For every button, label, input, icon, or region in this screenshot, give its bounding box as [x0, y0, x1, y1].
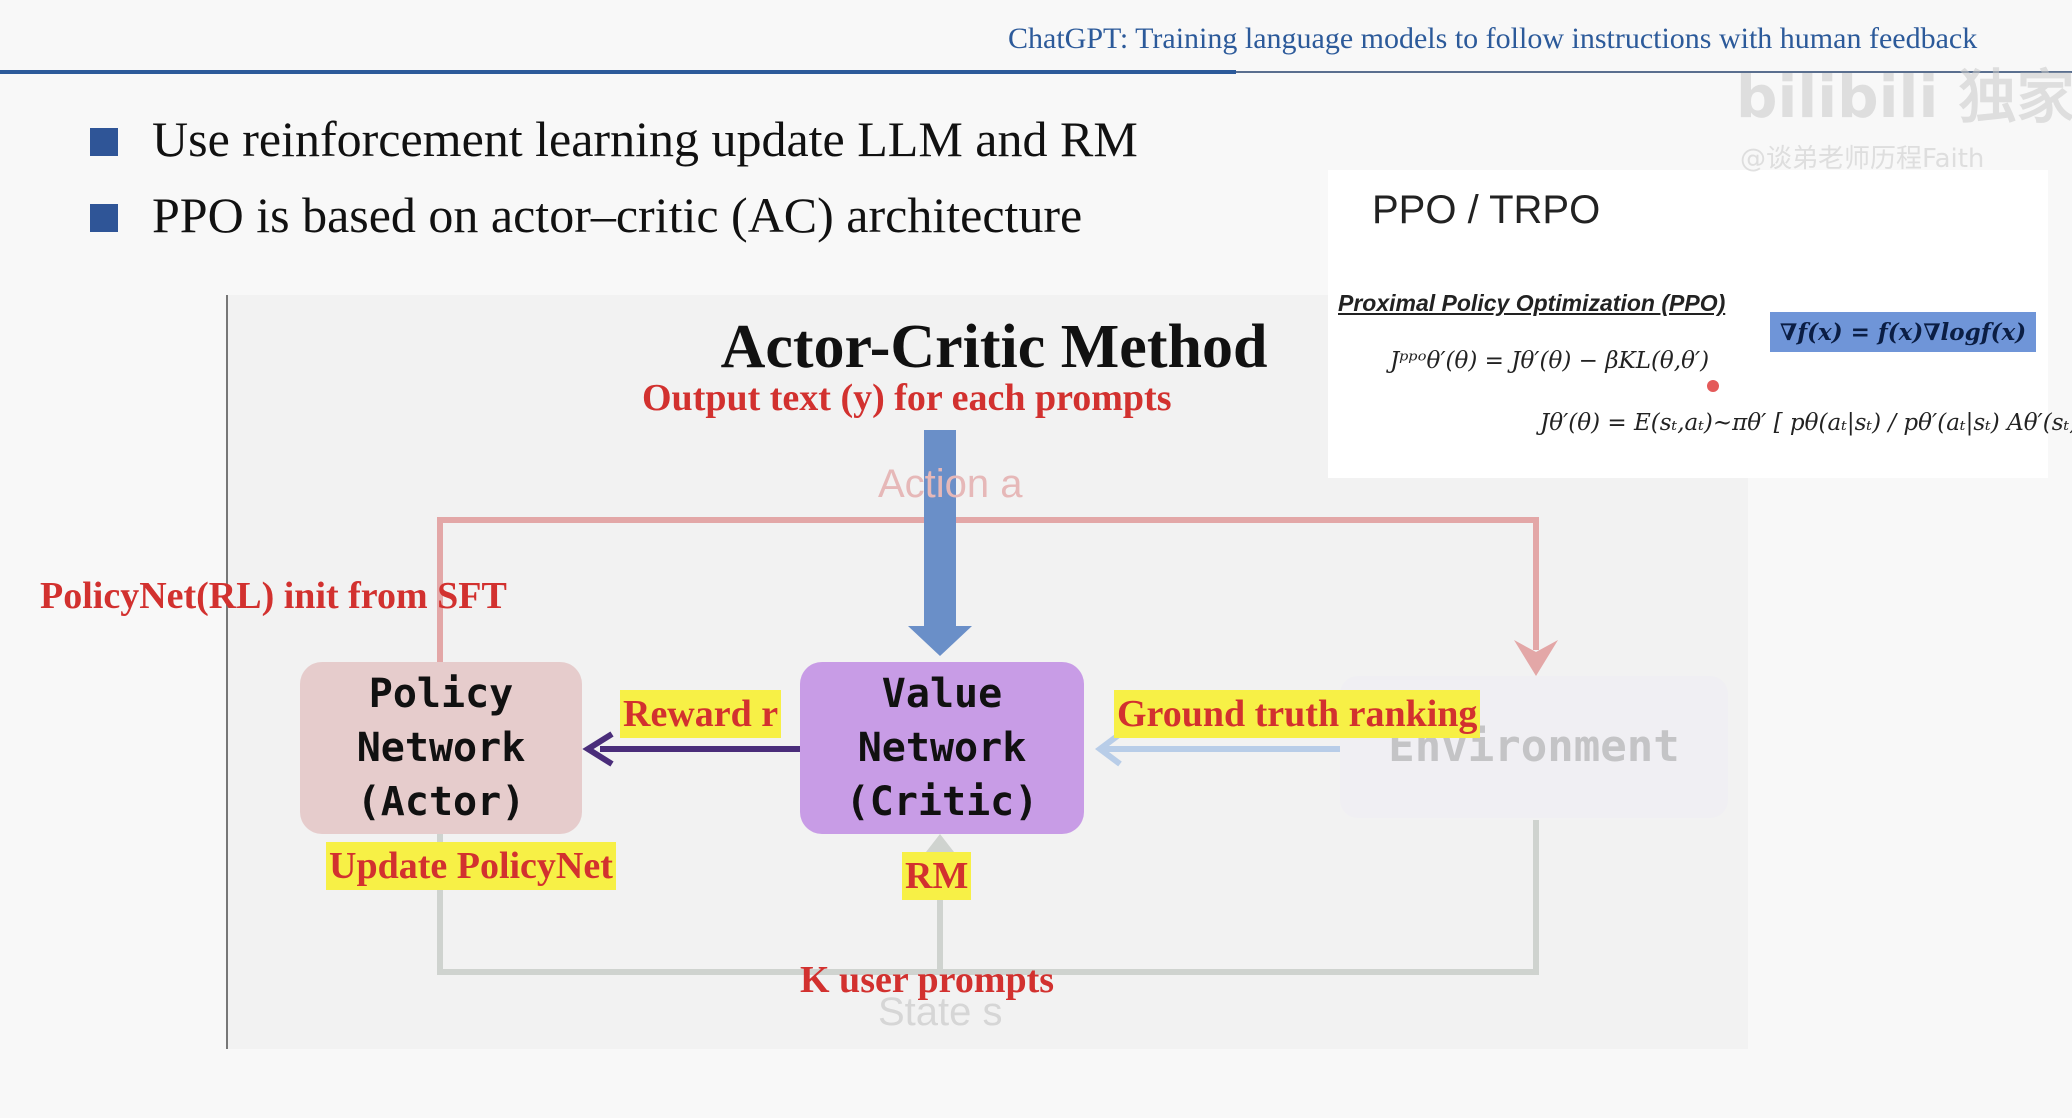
action-loop-line: [437, 517, 1539, 662]
bullet-marker-1: [90, 128, 118, 156]
header-divider-thin: [1236, 71, 2072, 73]
init-label: PolicyNet(RL) init from SFT: [40, 575, 507, 617]
ground-truth-arrowhead: [1095, 731, 1122, 767]
header-divider: [0, 70, 1236, 74]
policy-node-line-3: (Actor): [356, 779, 526, 825]
policy-node-line-2: Network: [356, 725, 526, 771]
watermark-logo: bilibili 独家: [1736, 63, 2072, 131]
header-title: ChatGPT: Training language models to fol…: [1008, 22, 1978, 55]
state-label: State s: [878, 990, 1003, 1034]
output-arrow-shaft: [924, 430, 956, 630]
output-label: Output text (y) for each prompts: [642, 377, 1172, 419]
environment-node: Environment: [1340, 676, 1728, 818]
ground-truth-label: Ground truth ranking: [1114, 690, 1481, 738]
state-arrowhead: [926, 834, 954, 852]
ppo-title: PPO / TRPO: [1372, 188, 1601, 232]
policy-network-node: Policy Network (Actor): [300, 662, 582, 834]
prompts-label: K user prompts: [800, 959, 1055, 1001]
bullet-marker-2: [90, 204, 118, 232]
output-arrow-head: [908, 626, 972, 656]
state-loop-line: [437, 820, 1539, 975]
action-arrowhead: [1514, 640, 1558, 676]
bullet-text-1: Use reinforcement learning update LLM an…: [152, 111, 1138, 167]
rm-label: RM: [902, 852, 972, 900]
ppo-expectation-equation: Jθ′(θ) = E(sₜ,aₜ)~πθ′ [ pθ(aₜ|sₜ) / pθ′(…: [1540, 410, 2072, 436]
watermark-handle: @谈弟老师历程Faith: [1740, 144, 1985, 174]
update-policy-label: Update PolicyNet: [326, 842, 616, 890]
reward-arrowhead: [582, 731, 614, 767]
action-label: Action a: [878, 462, 1023, 506]
ppo-objective-equation: Jᵖᵖᵒθ′(θ) = Jθ′(θ) − βKL(θ,θ′): [1390, 348, 1710, 374]
diagram-title: Actor-Critic Method: [720, 313, 1268, 381]
cursor-dot: [1707, 380, 1719, 392]
reward-label: Reward r: [620, 690, 782, 738]
value-network-node: Value Network (Critic): [800, 662, 1084, 834]
value-node-line-3: (Critic): [845, 779, 1039, 825]
gradient-identity: ∇f(x) = f(x)∇logf(x): [1770, 312, 2036, 352]
policy-node-line-1: Policy: [368, 671, 514, 717]
value-node-line-2: Network: [857, 725, 1027, 771]
ppo-subtitle: Proximal Policy Optimization (PPO): [1338, 290, 1726, 316]
panel-left-border: [226, 295, 228, 1049]
bullet-text-2: PPO is based on actor–critic (AC) archit…: [152, 187, 1083, 243]
value-node-line-1: Value: [881, 671, 1003, 717]
